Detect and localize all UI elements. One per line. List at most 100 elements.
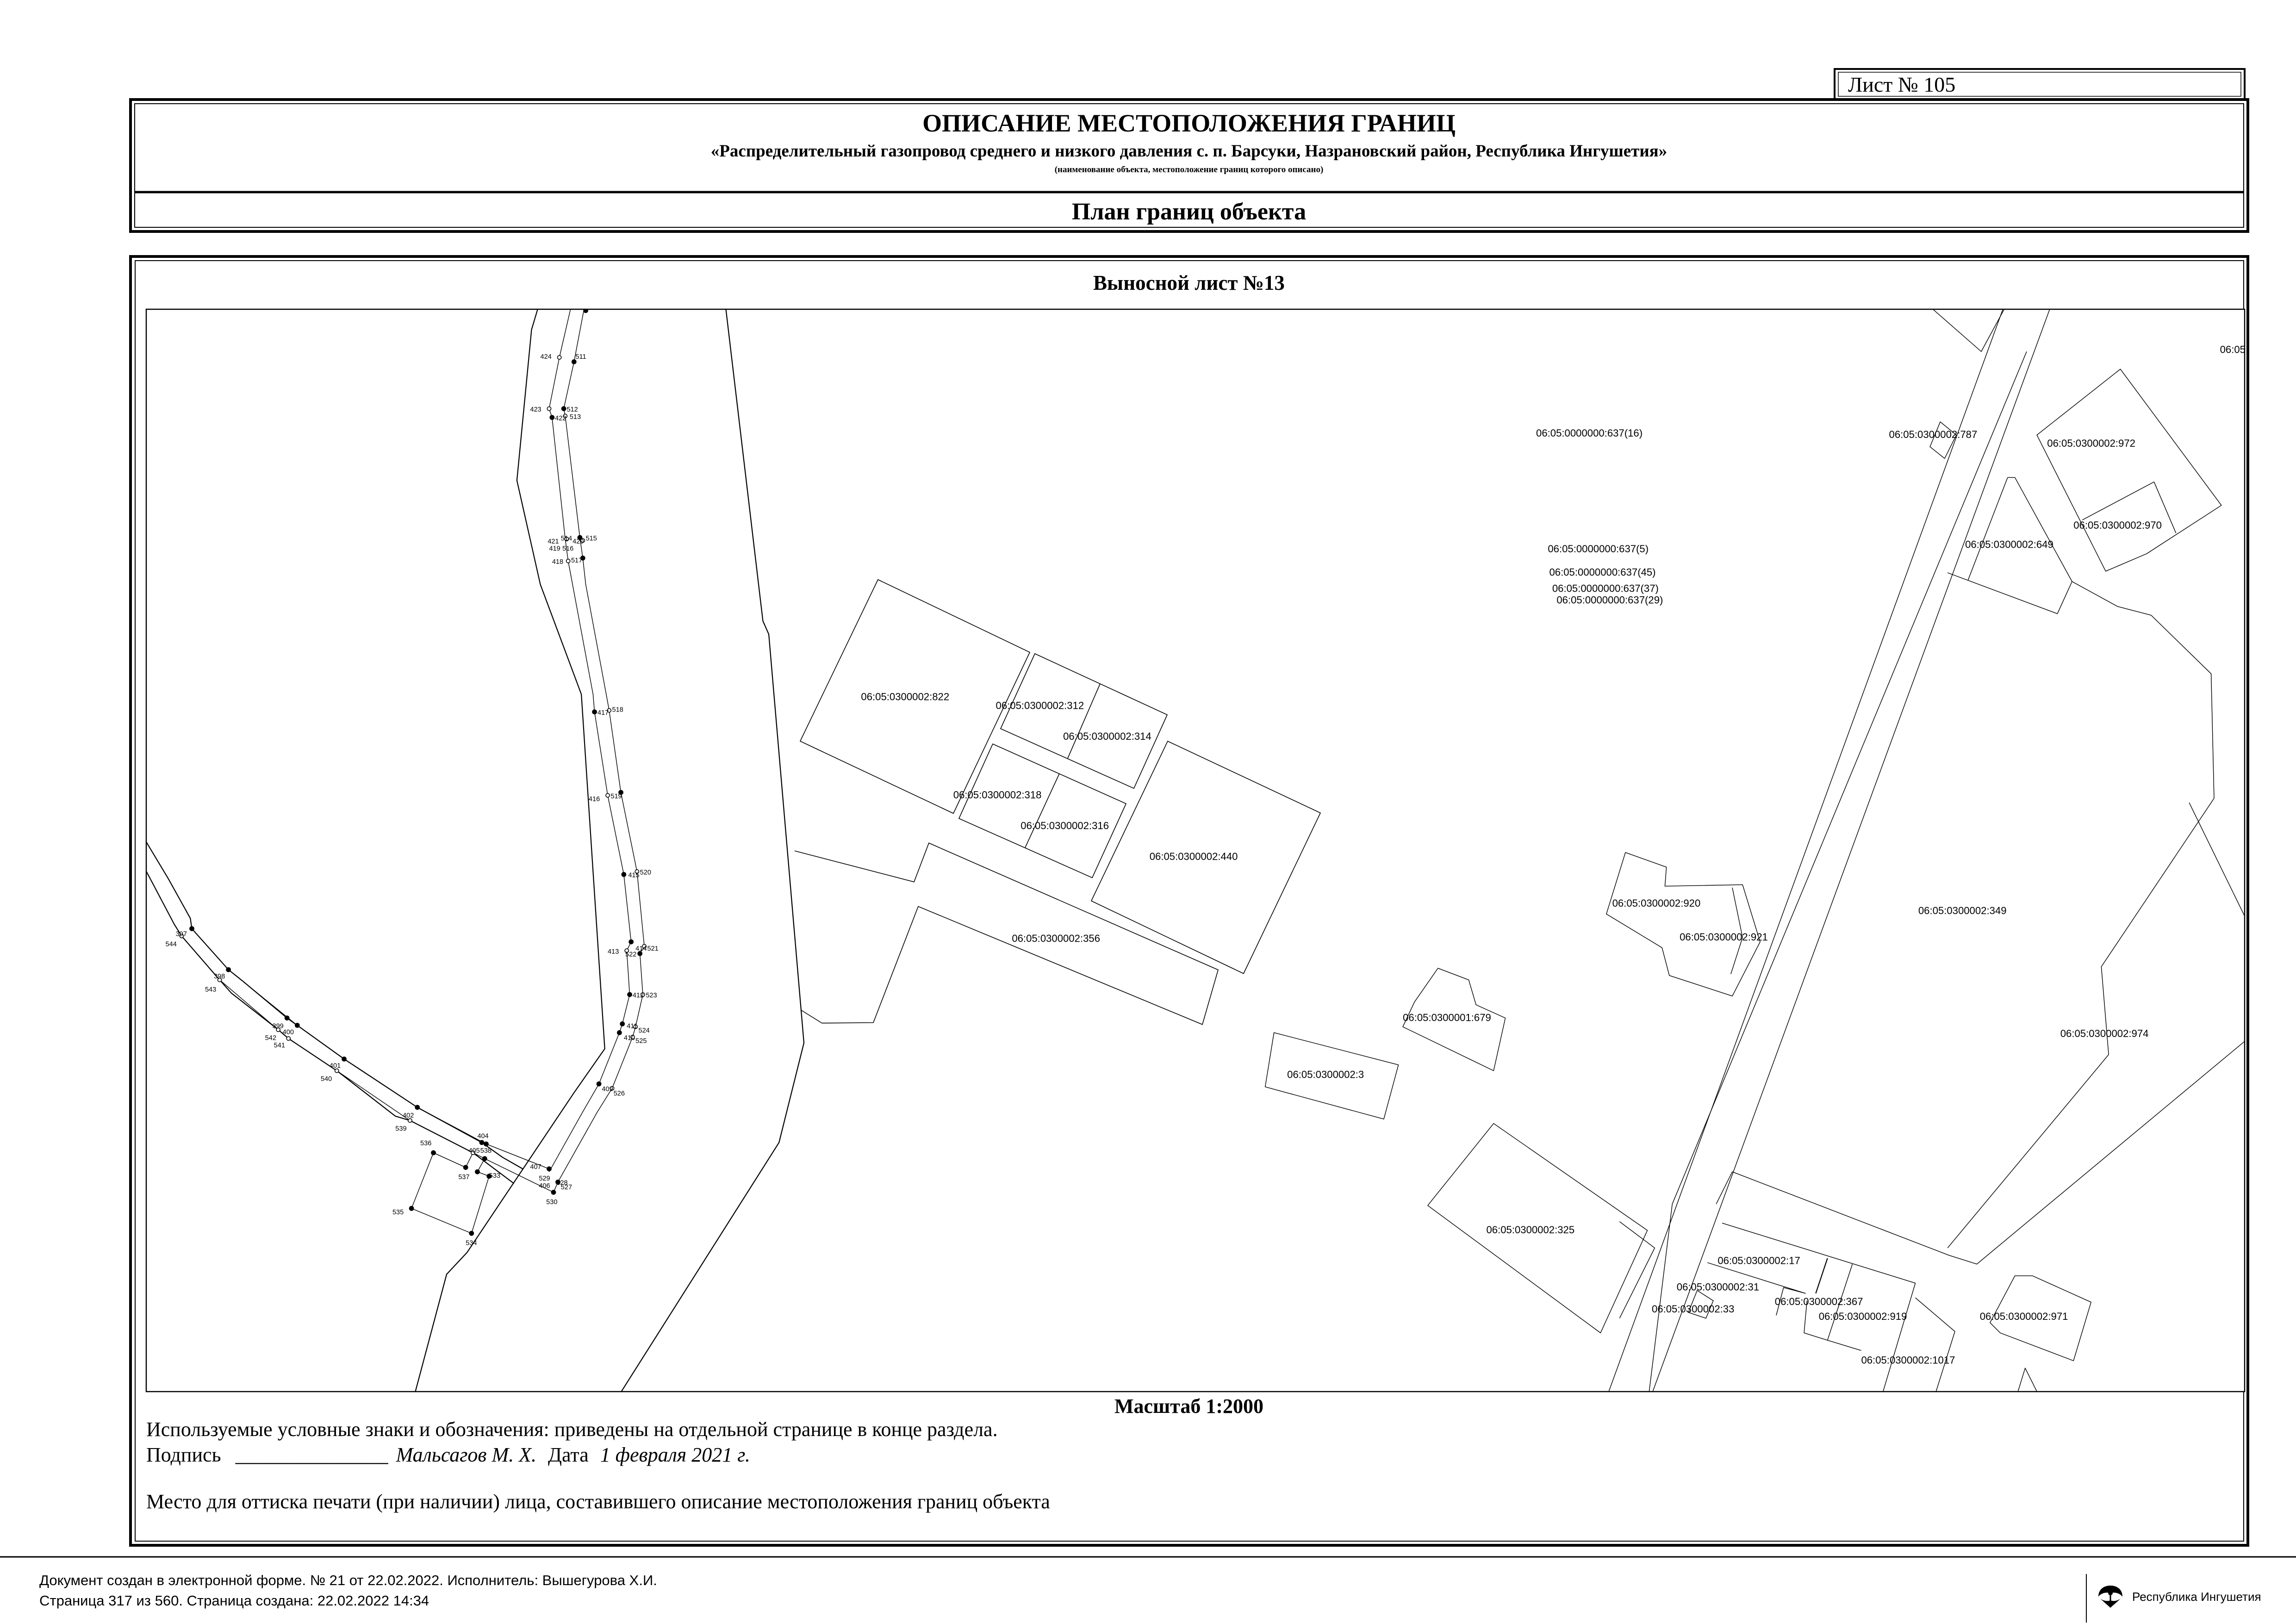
point-label: 522 [625,951,636,958]
boundary-point-open-marker [624,948,629,953]
boundary-point-open-marker [566,558,571,563]
parcel-label: 06:05:0300002:33 [1652,1303,1734,1315]
boundary-point-open-marker [557,355,562,360]
boundary-point-marker [596,1081,602,1087]
point-label: 526 [614,1090,625,1098]
signature-date: 1 февраля 2021 г. [600,1443,750,1466]
boundary-point-marker [555,1179,560,1185]
boundary-point-open-marker [563,413,568,418]
point-label: 542 [265,1034,276,1042]
boundary-point-marker [479,1140,485,1145]
boundary-point-open-marker [635,869,640,874]
cadastral-map: 4245114235124225134215144205154195164185… [145,308,2249,1393]
main-frame: Выносной лист №13 [129,255,2249,1547]
parcel-971 [1990,1275,2091,1362]
boundary-point-marker [551,1190,556,1195]
parcel-label: 06:05:0300002:972 [2047,437,2135,449]
boundary-point-open-marker [564,537,569,542]
parcel-356 [794,842,1219,1025]
point-label: 422 [555,415,566,422]
parcel-label: 06:05:0300001:679 [1403,1012,1491,1023]
parcel-label: 06:05:0300002:649 [1965,538,2053,550]
boundary-point-open-marker [179,933,184,938]
point-label: 523 [646,992,657,999]
boundary-point-marker [561,406,566,412]
boundary-point-marker [628,939,634,944]
footer-document-info: Документ создан в электронной форме. № 2… [39,1572,657,1588]
map-scale: Масштаб 1:2000 [1114,1395,1263,1418]
boundary-point-open-marker [286,1036,291,1041]
parcel-label: 06:05:0000000:637(16) [1536,427,1643,439]
boundary-point-marker [627,992,632,997]
point-label: 411 [627,1023,637,1030]
parcel-label: 06:05:0300002:318 [953,789,1042,800]
point-label: 402 [403,1112,414,1119]
point-label: 420 [572,538,584,545]
point-label: 397 [176,931,187,938]
point-label: 521 [647,945,658,952]
parcel-label: 06:05:0300002:3 [1287,1069,1364,1081]
parcel-972 [2036,369,2222,572]
point-label: 401 [330,1062,341,1070]
boundary-point-marker [226,967,231,972]
parcel-label: 06:05:0000000:637(5) [1548,543,1649,555]
point-label: 533 [489,1172,500,1180]
boundary-point-marker [409,1206,414,1211]
boundary-point-open-marker [630,1035,635,1040]
footer: Документ создан в электронной форме. № 2… [0,1556,2296,1623]
parcel-label: 06:05:0300002:971 [1980,1311,2068,1322]
boundary-point-marker [431,1150,436,1156]
parcel-label: 06:05:0000000:637(45) [1549,566,1656,578]
boundary-point-marker [475,1169,480,1174]
parcel-3 [1264,1032,1399,1120]
point-label: 398 [214,973,225,981]
parcel-787 [1929,421,1957,459]
signature-line: Подпись _______________ Мальсагов М. Х. … [146,1443,750,1466]
point-label: 519 [610,793,622,800]
boundary-point-marker [616,1030,622,1035]
parcel-325 [1427,1123,1648,1333]
boundary-point-marker [294,1023,300,1028]
parcel-label: 06:05:0300002:312 [996,700,1084,711]
point-label: 404 [477,1132,488,1140]
parcel-label: 06:05:0000000:637(29) [1556,594,1663,606]
boundary-point-marker [571,359,577,364]
point-label: 514 [561,535,572,543]
point-label: 512 [566,406,578,413]
boundary-point-marker [580,556,585,561]
point-label: 416 [589,796,600,803]
point-label: 527 [561,1184,572,1191]
point-label: 528 [556,1180,567,1187]
signature-blank: _______________ [235,1443,389,1466]
boundary-point-marker [189,926,194,931]
extension-sheet-title: Выносной лист №13 [1093,271,1285,294]
parcel-label: 06:05:0300002:17 [1717,1255,1800,1267]
boundary-point-open-marker [605,793,610,798]
date-label: Дата [548,1443,589,1466]
parcel-440 [1090,740,1321,974]
point-label: 410 [624,1034,635,1042]
point-label: 417 [597,709,609,717]
boundary-point-open-marker [641,992,645,997]
point-label: 406 [539,1182,550,1190]
header-frame: ОПИСАНИЕ МЕСТОПОЛОЖЕНИЯ ГРАНИЦ «Распреде… [129,98,2249,233]
boundary-point-marker [620,1021,625,1027]
object-name: «Распределительный газопровод среднего и… [711,142,1667,161]
point-label: 535 [392,1209,404,1216]
parcel-label: 06:05:0300002:1017 [1861,1355,1955,1366]
parcel-label: 06:05:0300002:920 [1612,898,1701,909]
legend-note: Используемые условные знаки и обозначени… [146,1418,998,1441]
stamp-note: Место для оттиска печати (при наличии) л… [146,1490,1050,1513]
boundary-point-open-marker [217,977,222,982]
parcel-label: 06:05:0300002:356 [1012,932,1100,944]
document-title: ОПИСАНИЕ МЕСТОПОЛОЖЕНИЯ ГРАНИЦ [922,109,1456,137]
parcel-label: 06:05:0300002:367 [1775,1296,1863,1307]
parcel-label: 06:05: [2220,344,2249,356]
parcel-label: 06:05:0300002:787 [1889,429,1978,440]
sheet-number: Лист № 105 [1848,73,1955,96]
parcel-label: 06:05:0300002:970 [2073,519,2162,531]
boundary-point-open-marker [610,1086,615,1091]
